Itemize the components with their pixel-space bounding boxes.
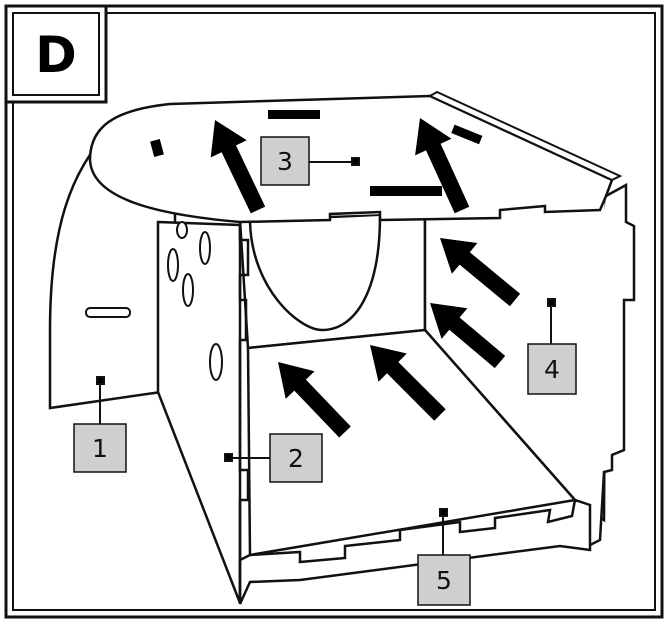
- callout-5: 5: [417, 554, 471, 606]
- up-arrow-icon: [370, 345, 446, 421]
- callout-1: 1: [73, 423, 127, 473]
- back-panel: [238, 212, 427, 350]
- right-side-panel: [423, 182, 636, 550]
- callout-4: 4: [527, 343, 577, 395]
- callout-3: 3: [260, 136, 310, 186]
- up-arrow-icon: [430, 303, 506, 369]
- up-arrow-icon: [210, 120, 266, 214]
- inner-frame: [12, 12, 656, 611]
- step-badge: D: [4, 4, 108, 104]
- callout-leaders: [96, 157, 556, 555]
- up-arrow-icon: [278, 362, 351, 438]
- callout-2-text: 2: [288, 444, 304, 473]
- direction-arrows: [210, 118, 521, 438]
- callout-4-text: 4: [544, 355, 560, 384]
- bottom-panel: [238, 328, 592, 605]
- up-arrow-icon: [440, 238, 521, 307]
- up-arrow-icon: [415, 118, 470, 214]
- callout-2: 2: [269, 433, 323, 483]
- callout-3-text: 3: [277, 147, 293, 176]
- callout-5-text: 5: [436, 566, 452, 595]
- left-panel-front-edge: [238, 225, 250, 603]
- step-letter: D: [35, 26, 77, 84]
- callout-1-text: 1: [92, 434, 108, 463]
